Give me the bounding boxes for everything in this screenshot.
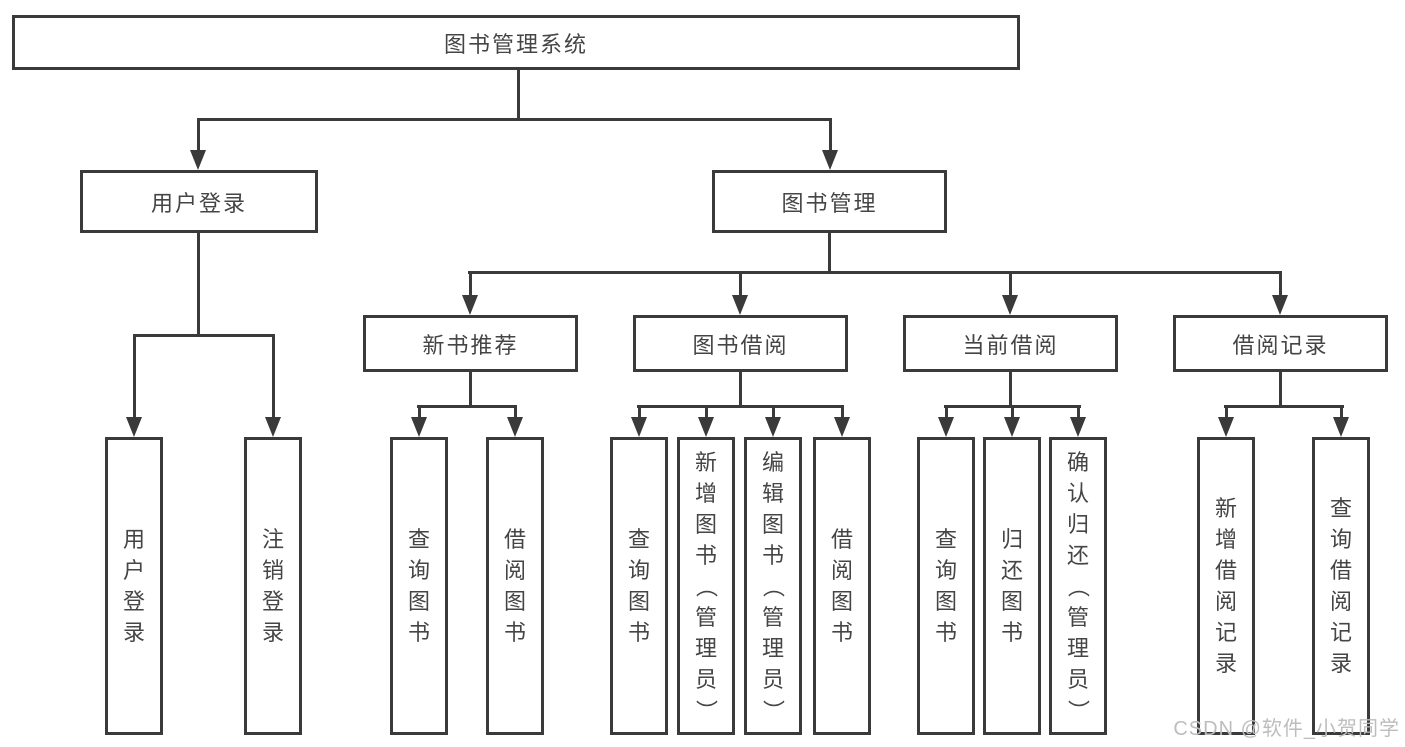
leaf-borrowing-add-books-admin: 新增图书（管理员）: [677, 437, 735, 735]
connector-line: [1077, 408, 1080, 418]
leaf-records-query-borrow-record: 查询借阅记录: [1312, 437, 1370, 735]
connector-line: [828, 233, 831, 273]
leaf-borrowing-borrow-books: 借阅图书: [813, 437, 871, 735]
arrow-down-icon: [938, 417, 954, 437]
arrow-down-icon: [190, 150, 206, 170]
connector-line: [1224, 405, 1344, 408]
arrow-down-icon: [411, 417, 427, 437]
connector-line: [517, 70, 520, 120]
leaf-label: 借阅图书: [830, 527, 853, 645]
connector-line: [417, 405, 517, 408]
arrow-down-icon: [765, 417, 781, 437]
leaf-label: 查询图书: [407, 527, 430, 645]
leaf-recommend-query-books: 查询图书: [390, 437, 448, 735]
leaf-borrowing-edit-books-admin: 编辑图书（管理员）: [744, 437, 802, 735]
arrow-down-icon: [1002, 295, 1018, 315]
connector-line: [705, 408, 708, 418]
node-label: 用户登录: [150, 190, 247, 216]
leaf-recommend-borrow-books: 借阅图书: [486, 437, 544, 735]
node-label: 图书管理系统: [443, 31, 588, 57]
node-label: 借阅记录: [1232, 332, 1329, 358]
leaf-borrowing-query-books: 查询图书: [610, 437, 668, 735]
leaf-label: 用户登录: [122, 527, 145, 645]
connector-line: [1225, 408, 1228, 418]
arrow-down-icon: [1333, 417, 1349, 437]
connector-line: [638, 408, 641, 418]
node-label: 图书借阅: [692, 332, 789, 358]
arrow-down-icon: [1272, 295, 1288, 315]
node-borrowing-records: 借阅记录: [1173, 315, 1388, 372]
connector-line: [514, 408, 517, 418]
leaf-label: 新增图书（管理员）: [693, 449, 719, 722]
arrow-down-icon: [507, 417, 523, 437]
leaf-label: 归还图书: [1000, 527, 1023, 645]
leaf-label: 注销登录: [261, 527, 284, 645]
connector-line: [944, 405, 1081, 408]
connector-line: [197, 233, 200, 337]
connector-line: [1279, 274, 1282, 296]
connector-line: [468, 271, 1282, 274]
node-label: 新书推荐: [422, 332, 519, 358]
arrow-down-icon: [1218, 417, 1234, 437]
node-new-book-recommendation: 新书推荐: [363, 315, 578, 372]
connector-line: [1011, 408, 1014, 418]
connector-line: [133, 334, 275, 337]
connector-line: [829, 121, 832, 151]
arrow-down-icon: [698, 417, 714, 437]
connector-line: [272, 337, 275, 418]
arrow-down-icon: [462, 295, 478, 315]
arrow-down-icon: [631, 417, 647, 437]
connector-line: [1340, 408, 1343, 418]
leaf-current-query-books: 查询图书: [917, 437, 975, 735]
connector-line: [1009, 372, 1012, 408]
arrow-down-icon: [822, 150, 838, 170]
node-library-management-system: 图书管理系统: [12, 15, 1020, 70]
node-user-login: 用户登录: [80, 170, 318, 233]
node-book-management: 图书管理: [712, 170, 947, 233]
connector-line: [739, 274, 742, 296]
connector-line: [945, 408, 948, 418]
connector-line: [841, 408, 844, 418]
connector-line: [1279, 372, 1282, 408]
connector-line: [469, 274, 472, 296]
leaf-label: 确认归还（管理员）: [1065, 449, 1091, 722]
arrow-down-icon: [1070, 417, 1086, 437]
leaf-records-add-borrow-record: 新增借阅记录: [1197, 437, 1255, 735]
connector-line: [772, 408, 775, 418]
leaf-label: 查询图书: [627, 527, 650, 645]
leaf-logout: 注销登录: [244, 437, 302, 735]
leaf-label: 新增借阅记录: [1214, 496, 1237, 676]
connector-line: [197, 121, 200, 151]
csdn-watermark: CSDN @软件_小贺同学: [1173, 718, 1400, 740]
leaf-current-confirm-return-admin: 确认归还（管理员）: [1049, 437, 1107, 735]
arrow-down-icon: [732, 295, 748, 315]
node-label: 图书管理: [781, 190, 878, 216]
connector-line: [469, 372, 472, 408]
leaf-label: 查询借阅记录: [1329, 496, 1352, 676]
leaf-current-return-books: 归还图书: [983, 437, 1041, 735]
leaf-label: 编辑图书（管理员）: [760, 449, 786, 722]
leaf-label: 查询图书: [934, 527, 957, 645]
arrow-down-icon: [834, 417, 850, 437]
arrow-down-icon: [1004, 417, 1020, 437]
leaf-label: 借阅图书: [503, 527, 526, 645]
node-label: 当前借阅: [962, 332, 1059, 358]
node-current-borrowing: 当前借阅: [903, 315, 1118, 372]
arrow-down-icon: [265, 417, 281, 437]
connector-line: [739, 372, 742, 408]
connector-line: [197, 118, 832, 121]
connector-line: [637, 405, 844, 408]
node-book-borrowing: 图书借阅: [633, 315, 848, 372]
leaf-user-login: 用户登录: [105, 437, 163, 735]
connector-line: [133, 337, 136, 418]
arrow-down-icon: [126, 417, 142, 437]
connector-line: [418, 408, 421, 418]
connector-line: [1009, 274, 1012, 296]
